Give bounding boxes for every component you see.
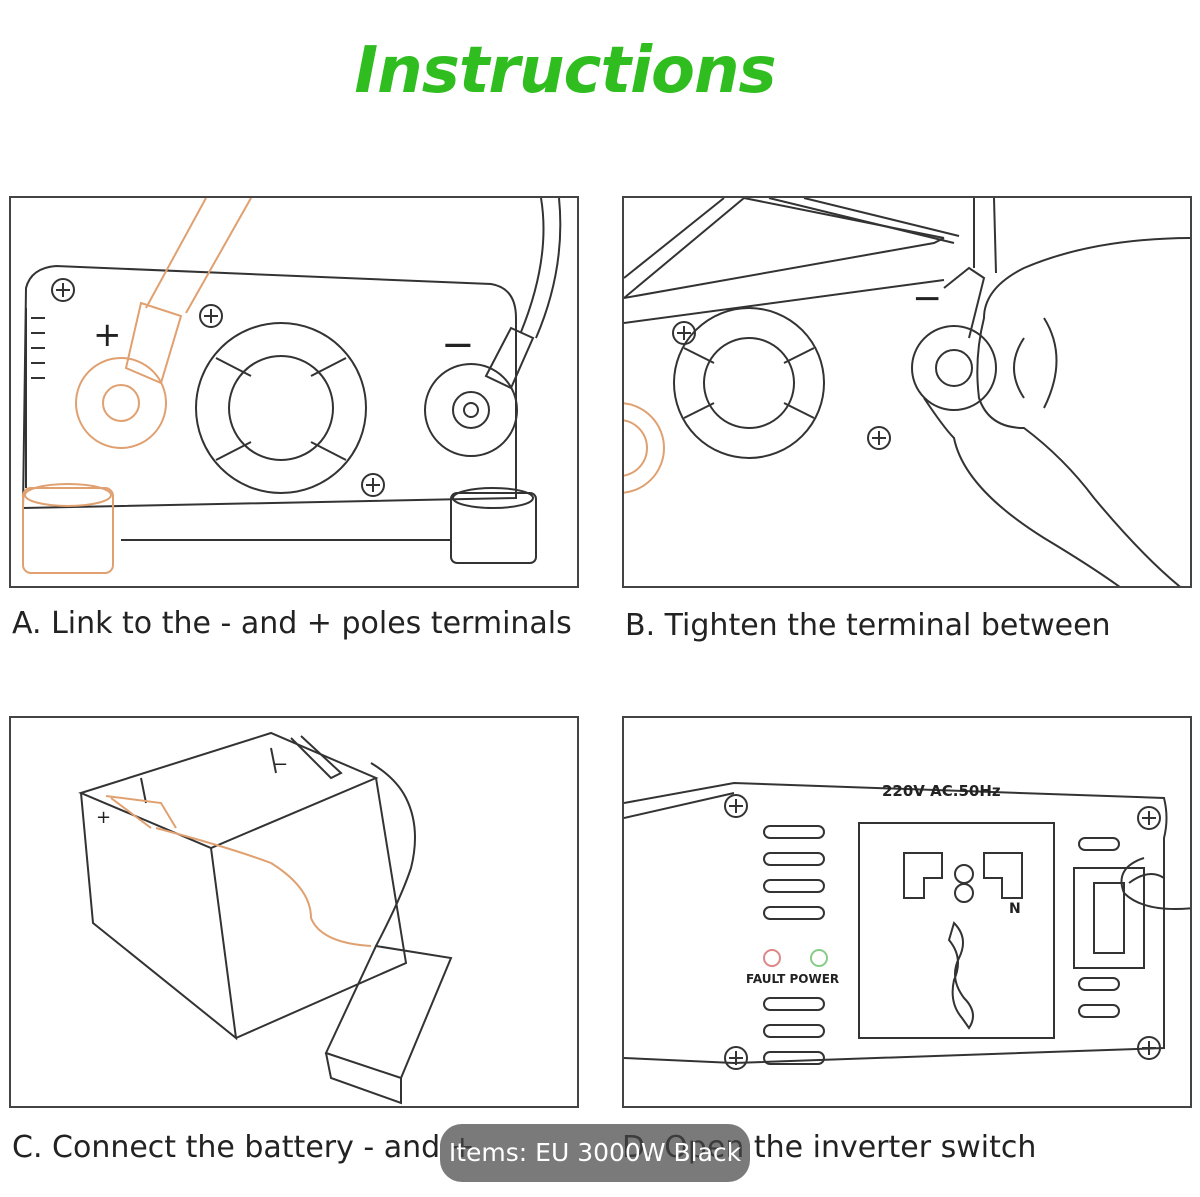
page-title: Instructions [354, 34, 776, 108]
hand-tightening-drawing: − [624, 198, 1190, 586]
negative-sign: − [441, 322, 475, 368]
step-a-illustration: + − [9, 196, 579, 588]
neutral-label: N [1009, 901, 1021, 917]
step-c-illustration: + − [9, 716, 579, 1108]
item-variant-chip[interactable]: Items: EU 3000W Black [440, 1124, 750, 1182]
positive-sign: + [96, 807, 111, 828]
negative-sign: − [912, 278, 942, 319]
step-b-caption: B. Tighten the terminal between [625, 608, 1111, 643]
positive-sign: + [93, 315, 122, 355]
fault-power-label: FAULT POWER [746, 972, 839, 986]
negative-sign: − [273, 754, 288, 775]
battery-connection-drawing: + − [78, 731, 453, 1105]
inverter-terminals-drawing: + − [21, 198, 562, 574]
step-b-illustration: − [622, 196, 1192, 588]
voltage-label: 220V AC.50Hz [882, 782, 1001, 800]
inverter-switch-drawing: 220V AC.50Hz N FAULT POWER [624, 781, 1190, 1070]
step-c-caption: C. Connect the battery - and + [12, 1130, 475, 1165]
step-a-caption: A. Link to the - and + poles terminals [12, 606, 572, 641]
step-d-illustration: 220V AC.50Hz N FAULT POWER [622, 716, 1192, 1108]
